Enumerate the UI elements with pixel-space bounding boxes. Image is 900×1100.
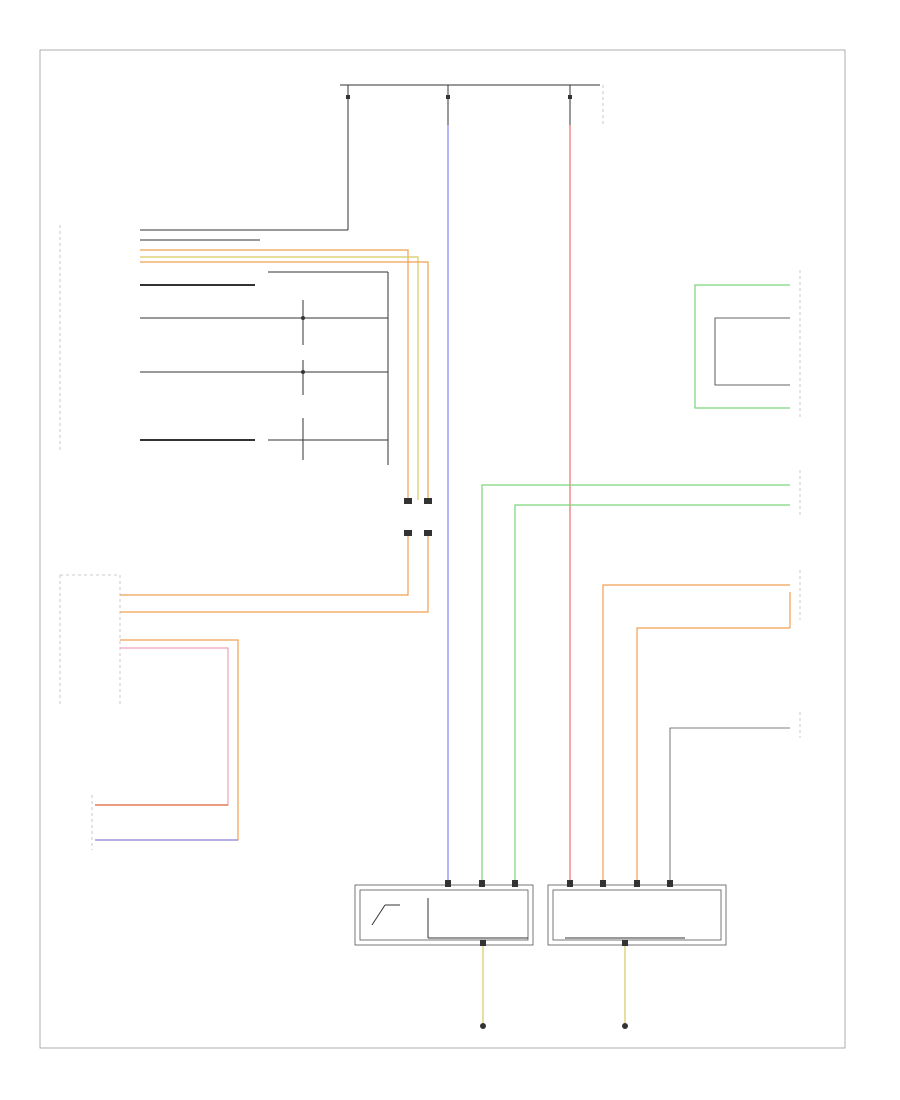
wire-orange-right-2 <box>636 627 790 885</box>
wire-green-1 <box>481 484 790 885</box>
power-steering-module <box>59 574 239 841</box>
fuse-bus <box>340 84 604 230</box>
bottom-right-module <box>547 880 727 1029</box>
right-top-wiring <box>694 270 801 420</box>
left-control-module <box>59 225 429 500</box>
wire-orange-right-1 <box>602 584 790 885</box>
junction-connector <box>120 498 432 613</box>
diagram-frame <box>39 49 846 1049</box>
bottom-left-module <box>354 880 534 1029</box>
wire-black-sensor <box>669 727 790 885</box>
wire-green-2 <box>514 504 790 885</box>
